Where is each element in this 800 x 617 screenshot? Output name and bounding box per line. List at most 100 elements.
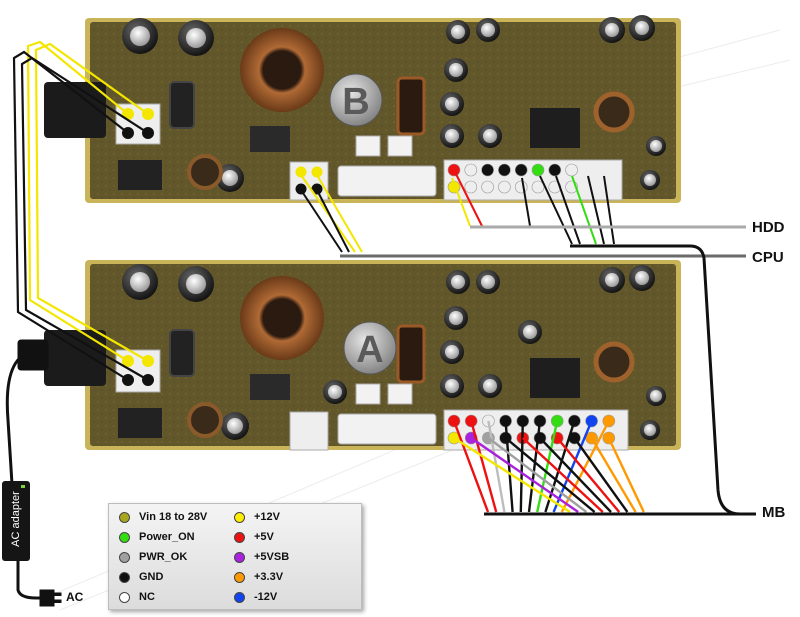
board-a-dc-jack [44,330,106,386]
hdd-wire [521,177,531,227]
mb-wire [470,420,498,513]
gnd-wire [12,50,129,381]
board-b-4pin-pin [311,183,323,195]
board-a-toroid-coil [240,276,324,360]
mb-wire [470,437,579,513]
board-b-mb-wire [603,175,615,245]
hdd-wire [453,169,483,227]
atx-pin [498,180,511,194]
board-b-toroid-coil [240,28,324,112]
legend-label: GND [139,571,164,583]
board-b-small-connector [387,135,413,157]
atx-pin [565,163,578,177]
hdd-label: HDD [752,219,785,236]
mb-wire [573,437,629,513]
psu-board-b: B [44,15,681,203]
board-a-capacitors [122,264,666,440]
board-a-badge [343,321,397,375]
mb-wire [552,420,593,513]
atx-pin [514,180,528,194]
atx-pin [464,180,478,194]
board-a-chip [250,374,290,400]
cpu-wire [300,174,356,253]
board-b-mb-wire [571,175,597,245]
board-b-inductor [396,76,426,136]
legend-label: PWR_OK [139,551,188,563]
ac-cable [16,561,48,600]
board-a-letter: A [356,329,383,371]
mb-wire [521,437,604,513]
board-a-inductor [169,329,195,377]
legend-item: -12V [234,590,277,604]
legend-swatch [234,571,245,583]
legend-item: Vin 18 to 28V [119,510,207,524]
legend-swatch [119,591,130,603]
board-b-inductor [169,81,195,129]
adapter-led [21,485,25,488]
vin-wire [34,42,149,362]
legend-label: +5VSB [254,551,290,563]
legend-item: +5V [234,530,274,544]
legend-swatch [234,551,245,563]
board-b-4pin-pin [311,166,323,178]
mb-wire [452,420,490,513]
board-a-molex-connector [337,413,437,445]
cpu-wire [300,189,343,253]
mb-wire [487,420,506,513]
board-b-letter: B [342,81,369,123]
ac-plug [39,589,55,607]
mb-wire [519,420,524,513]
board-a-chip [118,408,162,438]
mb-wire [453,436,571,514]
dc-plug [17,339,49,371]
board-b-4pin-pin [295,183,307,195]
board-a-mb-wiring [452,420,645,514]
mb-wire [527,420,542,513]
mb-label: MB [762,504,786,521]
legend-label: NC [139,591,155,603]
mb-wire [556,437,621,513]
mb-wire [487,437,588,513]
board-b-molex-connector [337,165,437,197]
ac-adapter-brick: AC adapter [2,481,30,561]
ac-plug-prong [53,592,62,596]
board-b-inductor [187,154,223,190]
board-a-inductor [187,402,223,438]
board-b-4pin-pin [295,166,307,178]
legend-label: +5V [254,531,274,543]
cpu-label: CPU [752,249,784,266]
watermark-pattern [39,29,791,611]
legend-swatch [119,511,130,523]
mb-wire [560,420,610,513]
board-b-small-connector [355,135,381,157]
legend-item: NC [119,590,155,604]
legend-label: Power_ON [139,531,195,543]
adapter-cable [5,339,62,607]
board-b-mb-wire [539,175,573,245]
board-b-output-wiring [300,169,615,253]
board-b-badge [329,73,383,127]
mb-wire [544,420,576,513]
board-b-chip [118,160,162,190]
legend-item: +3.3V [234,570,283,584]
atx-pin [514,163,528,177]
legend-label: -12V [254,591,278,603]
legend-label: +3.3V [254,571,284,583]
ac-label: AC [66,590,84,604]
board-a-inductor [593,341,635,383]
atx-pin [498,163,511,177]
board-b-chip [250,126,290,152]
board-b-4pin-connector [289,161,329,201]
legend-label: +12V [254,511,280,523]
legend-swatch [119,531,130,543]
board-b-chip [530,108,580,148]
wire-color-legend: Vin 18 to 28V Power_ON PWR_OK GND NC +12… [108,503,362,610]
board-a-4pin-connector [289,411,329,451]
ac-plug-prong [53,599,62,603]
atx-pin [481,163,494,177]
board-b-mb-wire [555,175,581,245]
legend-swatch [234,531,245,543]
mb-wire [607,437,645,513]
